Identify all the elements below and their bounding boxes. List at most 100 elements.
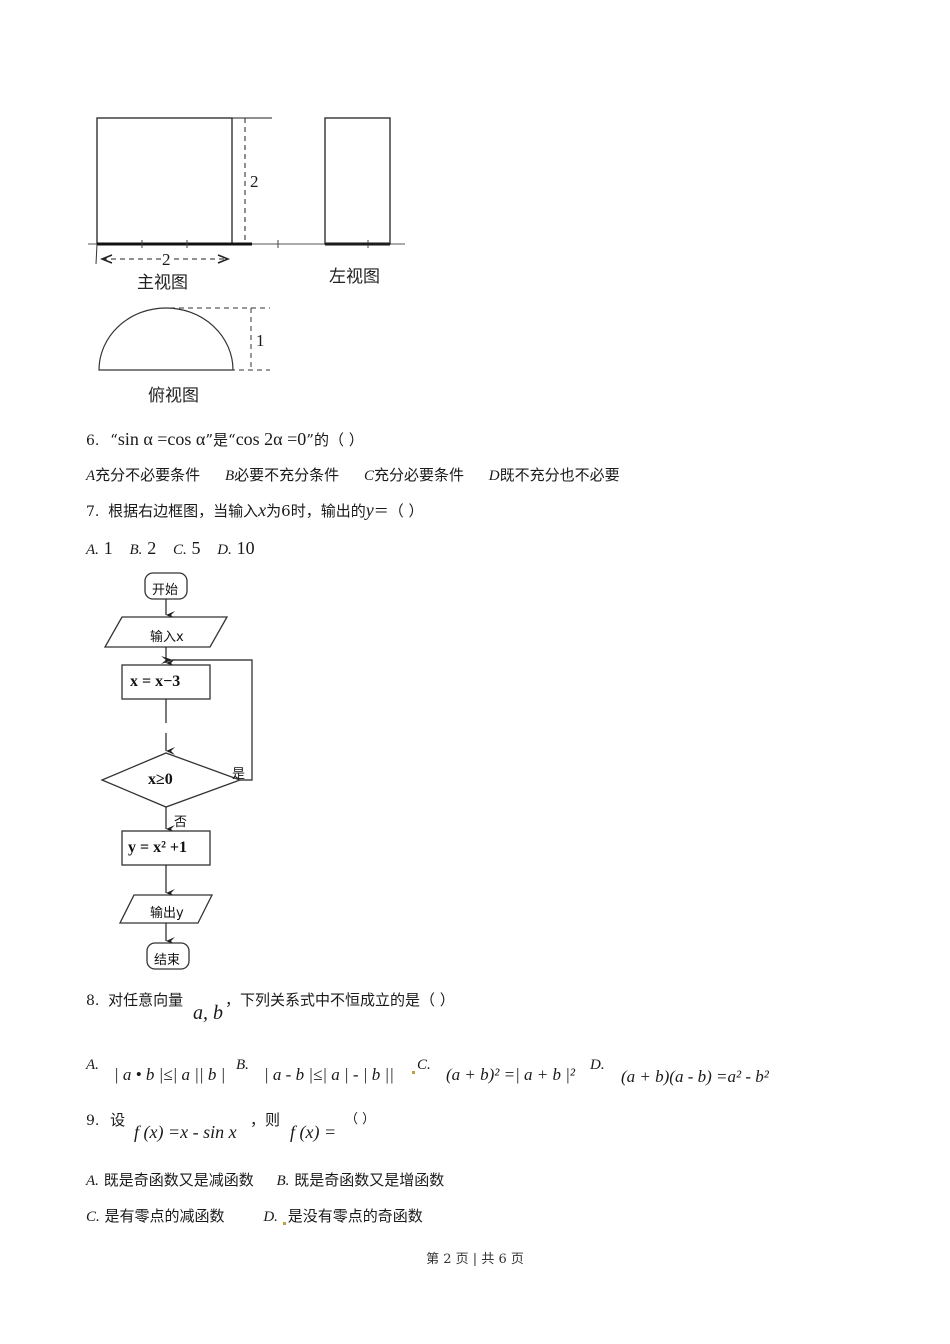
question-text: 设: [110, 1111, 126, 1129]
option-text: 充分必要条件: [373, 466, 464, 484]
question-7: 7. 根据右边框图，当输入x为6时，输出的y＝（ ）: [86, 501, 423, 519]
flowchart-no-label: 否: [174, 815, 188, 830]
option-letter: B: [224, 468, 235, 484]
variable-x: x: [258, 500, 267, 520]
function-definition: f (x) =x - sin x: [134, 1122, 237, 1142]
question-number: 8.: [86, 993, 100, 1009]
option-b-expression[interactable]: | a - b |≤| a | - | b ||: [264, 1065, 394, 1084]
question-text: 的（ ）: [313, 431, 364, 449]
option-a-expression[interactable]: | a • b |≤| a || b |: [114, 1065, 226, 1084]
three-view-drawing: [88, 117, 405, 371]
option-letter: C.: [417, 1057, 431, 1073]
flowchart-condition: x≥0: [148, 771, 173, 788]
option-b[interactable]: B. 既是奇函数又是增函数: [277, 1171, 445, 1189]
answer-parentheses: （ ）: [345, 1112, 376, 1127]
condition-expression-1: sin α =cos α: [117, 429, 206, 449]
option-d[interactable]: D既不充分也不必要: [489, 466, 620, 484]
condition-expression-2: cos 2α =0: [235, 429, 307, 449]
question-text: 为6时，输出的: [266, 502, 366, 520]
option-d[interactable]: D. 10: [217, 538, 255, 558]
option-c[interactable]: C充分必要条件: [364, 466, 464, 484]
front-view-label: 主视图: [137, 273, 188, 293]
option-c[interactable]: C. 5: [172, 538, 201, 558]
option-b[interactable]: B必要不充分条件: [225, 466, 339, 484]
question-7-options: A. 1 B. 2 C. 5 D. 10: [86, 539, 255, 558]
marker-dot: [412, 1071, 415, 1074]
option-text: 是没有零点的奇函数: [287, 1207, 423, 1225]
flowchart-compute: y = x² +1: [128, 839, 188, 856]
option-letter: C.: [86, 1209, 100, 1225]
question-8: 8. 对任意向量: [86, 993, 183, 1009]
option-text: 既不充分也不必要: [499, 466, 620, 484]
option-text: 必要不充分条件: [234, 466, 340, 484]
option-text: 是有零点的减函数: [104, 1207, 225, 1225]
question-number: 7.: [86, 504, 100, 520]
flowchart-output: 输出y: [150, 906, 184, 921]
question-8-options: A. | a • b |≤| a || b | B. | a - b |≤| a…: [86, 1055, 846, 1086]
flowchart: 开始 输入x x = x−3 x≥0 是 否 y = x² +1 输出y 结束: [90, 565, 280, 975]
question-text: 是: [213, 431, 229, 449]
question-text: ＝（ ）: [373, 502, 424, 520]
option-d-letter[interactable]: D.: [590, 1057, 605, 1073]
question-9-options-row2: C. 是有零点的减函数 D. 是没有零点的奇函数: [86, 1209, 423, 1225]
option-d[interactable]: D. 是没有零点的奇函数: [263, 1207, 423, 1225]
option-a[interactable]: A. 1: [86, 538, 113, 558]
question-text: 根据右边框图，当输入: [108, 502, 259, 520]
option-letter: D.: [263, 1209, 278, 1225]
option-value: 1: [103, 538, 113, 558]
quote-mark: “: [110, 431, 118, 449]
flowchart-assign: x = x−3: [130, 673, 181, 690]
option-letter: B.: [276, 1173, 290, 1189]
question-text: ，则: [250, 1111, 281, 1129]
flowchart-drawing: [100, 572, 253, 970]
option-letter: B.: [129, 542, 143, 558]
option-text: 既是奇函数又是减函数: [103, 1171, 254, 1189]
question-number: 9.: [86, 1113, 100, 1129]
flowchart-yes-label: 是: [232, 767, 246, 782]
marker-dot: [282, 1222, 286, 1225]
quote-mark: ”: [205, 431, 213, 449]
question-6-options: A充分不必要条件 B必要不充分条件 C充分必要条件 D既不充分也不必要: [86, 468, 620, 484]
front-width-dimension: 2: [161, 250, 172, 270]
top-height-dimension: 1: [256, 331, 265, 350]
option-b[interactable]: B. 2: [129, 538, 157, 558]
option-value: 10: [236, 538, 255, 558]
option-a[interactable]: A. 既是奇函数又是减函数: [86, 1171, 254, 1189]
option-d-expression[interactable]: (a + b)(a - b) =a² - b²: [621, 1067, 769, 1086]
question-9-options-row1: A. 既是奇函数又是减函数 B. 既是奇函数又是增函数: [86, 1173, 444, 1189]
flowchart-end: 结束: [154, 953, 181, 968]
option-b-letter[interactable]: B.: [236, 1057, 249, 1073]
option-a[interactable]: A充分不必要条件: [86, 466, 200, 484]
question-number: 6.: [86, 433, 100, 449]
flowchart-input: 输入x: [150, 630, 184, 645]
option-value: 5: [191, 538, 201, 558]
option-text: 既是奇函数又是增函数: [294, 1171, 445, 1189]
option-letter: D.: [217, 542, 232, 558]
front-height-dimension: 2: [250, 172, 259, 191]
option-letter: A: [86, 468, 96, 484]
page-footer: 第 2 页 | 共 6 页: [426, 1252, 524, 1267]
option-a-letter[interactable]: A.: [86, 1057, 99, 1073]
quote-mark: “: [228, 431, 236, 449]
three-view-figure: 2 2 主视图 左视图 1 俯视图: [80, 100, 420, 410]
option-text: 充分不必要条件: [95, 466, 201, 484]
quote-mark: ”: [306, 431, 314, 449]
function-expression: f (x) =: [290, 1122, 337, 1142]
question-text: ，下列关系式中不恒成立的是（ ）: [225, 991, 455, 1009]
option-letter: C.: [172, 542, 187, 558]
option-letter: A.: [86, 1173, 99, 1189]
option-letter: D: [488, 468, 500, 484]
question-6: 6. “sin α =cos α”是“cos 2α =0”的（ ）: [86, 430, 364, 448]
question-9: 9. 设: [86, 1111, 126, 1129]
option-letter: C: [363, 468, 374, 484]
vector-variables: a, b: [193, 1002, 223, 1024]
side-view-label: 左视图: [329, 267, 380, 287]
option-c[interactable]: C. 是有零点的减函数: [86, 1207, 225, 1225]
variable-y: y: [365, 500, 374, 520]
flowchart-start: 开始: [152, 583, 179, 598]
option-letter: A.: [86, 542, 99, 558]
option-c-expression[interactable]: (a + b)² =| a + b |²: [446, 1065, 576, 1084]
option-c-letter[interactable]: C.: [412, 1057, 431, 1074]
option-value: 2: [147, 538, 157, 558]
top-view-label: 俯视图: [148, 386, 199, 406]
